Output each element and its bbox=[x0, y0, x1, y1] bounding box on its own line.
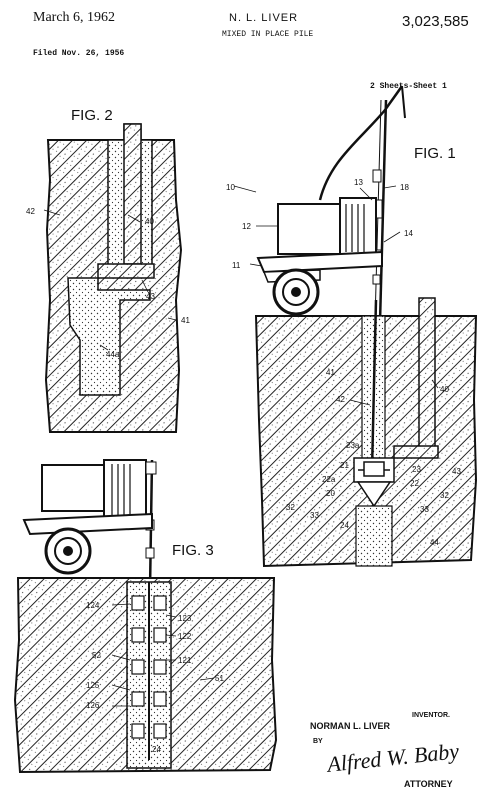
fig1-ref-43: 43 bbox=[452, 467, 461, 476]
fig2-label: FIG. 2 bbox=[71, 107, 113, 124]
patent-date: March 6, 1962 bbox=[33, 10, 116, 25]
fig1-ref-23a: 23a bbox=[346, 441, 360, 450]
fig3-ref-126: 126 bbox=[86, 701, 100, 710]
fig3-drawing: FIG. 3 bbox=[13, 459, 278, 774]
attorney-caption: ATTORNEY bbox=[404, 779, 453, 789]
sheet-info: 2 Sheets-Sheet 1 bbox=[370, 82, 447, 91]
fig1-label: FIG. 1 bbox=[414, 145, 456, 162]
fig1-motor-housing-12 bbox=[277, 203, 351, 255]
fig1-ref-32-left: 32 bbox=[286, 503, 295, 512]
fig1-ref-33-right: 33 bbox=[420, 505, 429, 514]
fig1-ref-32-right: 32 bbox=[440, 491, 449, 500]
patent-title: MIXED IN PLACE PILE bbox=[222, 30, 314, 39]
fig1-cap-43 bbox=[393, 445, 439, 459]
fig2-ref-44a: 44a bbox=[106, 350, 120, 359]
fig3-ref-52: 52 bbox=[92, 651, 101, 660]
by-caption: BY bbox=[313, 738, 323, 745]
fig2-mixed-pile-44a bbox=[67, 277, 151, 396]
fig3-ref-24: 24 bbox=[152, 745, 161, 754]
fig1-ref-11: 11 bbox=[232, 261, 241, 270]
fig3-trailer bbox=[22, 512, 153, 536]
fig1-pile-40 bbox=[418, 297, 436, 449]
fig2-ref-40: 40 bbox=[145, 217, 154, 226]
fig1-ref-21: 21 bbox=[340, 461, 349, 470]
fig1-mixing-head bbox=[353, 457, 395, 508]
fig1-ref-42: 42 bbox=[336, 395, 345, 404]
fig1-ref-41: 41 bbox=[326, 368, 335, 377]
fig3-ref-51: 51 bbox=[215, 674, 224, 683]
fig3-column-segments bbox=[131, 595, 167, 739]
fig1-ref-20: 20 bbox=[326, 489, 335, 498]
fig1-ref-14: 14 bbox=[404, 229, 413, 238]
fig3-ref-123: 123 bbox=[178, 614, 192, 623]
fig1-ref-13: 13 bbox=[354, 178, 363, 187]
fig2-ref-43: 43 bbox=[146, 292, 155, 301]
fig2-drawing: FIG. 2 42 40 43 41 44a bbox=[26, 107, 190, 433]
fig1-ref-18: 18 bbox=[400, 183, 409, 192]
fig3-ref-121: 121 bbox=[178, 656, 192, 665]
fig3-motor-housing bbox=[41, 464, 109, 512]
fig1-ref-10: 10 bbox=[226, 183, 235, 192]
filed-date: Filed Nov. 26, 1956 bbox=[33, 49, 125, 58]
inventor-caption: INVENTOR. bbox=[412, 712, 450, 719]
fig1-hose bbox=[318, 85, 404, 201]
fig1-ref-23: 23 bbox=[412, 465, 421, 474]
fig1-ref-22a: 22a bbox=[322, 475, 336, 484]
fig1-ref-24: 24 bbox=[340, 521, 349, 530]
fig1-ref-40: 40 bbox=[440, 385, 449, 394]
fig2-cap-plate-43 bbox=[97, 263, 155, 279]
inventor-full-name: NORMAN L. LIVER bbox=[310, 721, 390, 731]
fig3-ref-124: 124 bbox=[86, 601, 100, 610]
fig2-ref-41: 41 bbox=[181, 316, 190, 325]
fig1-ref-12: 12 bbox=[242, 222, 251, 231]
fig2-ref-42: 42 bbox=[26, 207, 35, 216]
fig3-ref-125: 125 bbox=[86, 681, 100, 690]
fig3-ref-122: 122 bbox=[178, 632, 192, 641]
fig1-mixed-column-44 bbox=[355, 505, 393, 567]
fig3-label: FIG. 3 bbox=[172, 542, 214, 559]
patent-number: 3,023,585 bbox=[402, 13, 469, 30]
fig1-ref-22: 22 bbox=[410, 479, 419, 488]
fig1-trailer-11 bbox=[256, 250, 383, 274]
inventor-header: N. L. LIVER bbox=[229, 12, 299, 24]
fig1-drawing: FIG. 1 bbox=[226, 85, 478, 568]
fig1-ref-44: 44 bbox=[430, 538, 439, 547]
fig1-ref-33-left: 33 bbox=[310, 511, 319, 520]
